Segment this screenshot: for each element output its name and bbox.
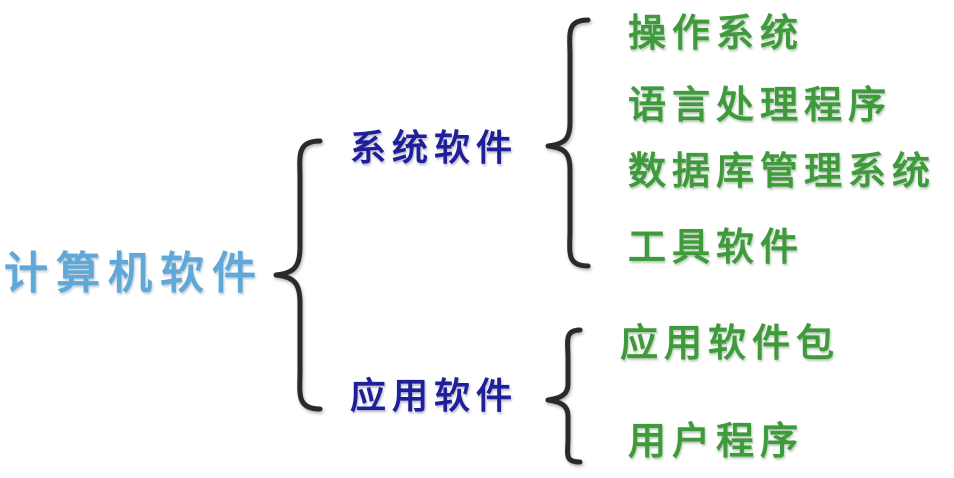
root-brace <box>273 138 323 412</box>
leaf-application-package: 应用软件包 <box>620 320 841 365</box>
branch-system-software-brace <box>545 17 591 269</box>
leaf-database-management-system: 数据库管理系统 <box>628 148 937 193</box>
leaf-operating-system: 操作系统 <box>628 10 805 55</box>
branch-application-software-brace <box>545 327 583 465</box>
branch-system-software: 系统软件 <box>350 127 519 169</box>
leaf-user-program: 用户程序 <box>628 418 805 463</box>
branch-application-software: 应用软件 <box>350 375 519 417</box>
leaf-utility-software: 工具软件 <box>628 224 805 269</box>
root-node: 计算机软件 <box>4 248 264 299</box>
leaf-language-processor: 语言处理程序 <box>628 82 893 127</box>
